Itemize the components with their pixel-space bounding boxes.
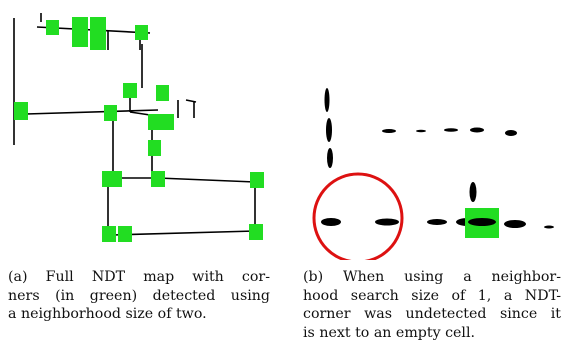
corner-marker-14 — [250, 172, 264, 188]
ndt-ellipse-13 — [504, 220, 526, 228]
corner-marker-9 — [148, 114, 162, 130]
ndt-ellipse-7 — [470, 127, 484, 133]
ndt-ellipse-9 — [321, 218, 341, 226]
corner-marker-7 — [104, 105, 117, 121]
corner-marker-16 — [118, 226, 132, 242]
figure-a: (a) Full NDT map with cor- ners (in gree… — [8, 13, 270, 324]
ndt-ellipse-6 — [444, 128, 458, 132]
corner-marker-5 — [123, 83, 137, 98]
corner-marker-6 — [156, 85, 169, 101]
corner-marker-12 — [102, 171, 122, 187]
ndt-ellipse-10 — [375, 218, 399, 226]
corner-marker-3 — [90, 17, 106, 50]
ndt-ellipse-14 — [544, 225, 554, 229]
map-walls — [13, 13, 256, 236]
ndt-ellipse-2 — [326, 118, 332, 142]
undetected-corner-circle — [312, 172, 404, 260]
caption-a-line-2: ners (in green) detected using — [8, 287, 270, 304]
figure-b: (b) When using a neighbor- hood search s… — [283, 0, 566, 364]
ndt-map-zoom — [312, 88, 554, 260]
ndt-ellipses — [321, 88, 554, 229]
corner-marker-17 — [249, 224, 263, 240]
corner-marker-11 — [148, 140, 161, 156]
ndt-ellipse-8 — [505, 130, 517, 136]
ndt-ellipse-4 — [382, 129, 396, 133]
caption-b-line-1: (b) When using a neighbor- — [303, 269, 562, 285]
ndt-ellipse-5 — [416, 129, 426, 133]
caption-a-line-1: (a) Full NDT map with cor- — [8, 269, 270, 285]
ndt-ellipse-3 — [327, 148, 333, 168]
wall-segment-19 — [111, 230, 256, 236]
ndt-ellipse-11 — [427, 219, 447, 225]
ndt-corners — [14, 17, 264, 242]
caption-b-line-4: is next to an empty cell. — [303, 324, 476, 341]
corner-marker-2 — [72, 17, 88, 47]
ndt-corners-zoom — [465, 208, 499, 238]
wall-segment-10 — [185, 99, 197, 103]
ndt-map-full — [13, 13, 264, 242]
ndt-ellipse-15 — [469, 182, 477, 202]
corner-marker-15 — [102, 226, 116, 242]
caption-a-line-3: a neighborhood size of two. — [8, 306, 207, 322]
corner-marker-4 — [135, 25, 148, 40]
corner-marker-1 — [46, 20, 59, 35]
caption-b-line-3: corner was undetected since it — [303, 306, 561, 322]
corner-marker-13 — [151, 171, 165, 187]
ndt-ellipse-1 — [324, 88, 330, 112]
corner-marker-8 — [14, 102, 28, 120]
corner-cell-ellipse-1 — [468, 218, 496, 226]
caption-b-line-2: hood search size of 1, a NDT- — [303, 287, 561, 304]
caption-b: (b) When using a neighbor- hood search s… — [303, 268, 561, 342]
corner-marker-10 — [160, 114, 174, 130]
caption-a: (a) Full NDT map with cor- ners (in gree… — [8, 268, 270, 324]
wall-segment-12 — [25, 109, 159, 115]
wall-segment-17 — [157, 177, 256, 183]
